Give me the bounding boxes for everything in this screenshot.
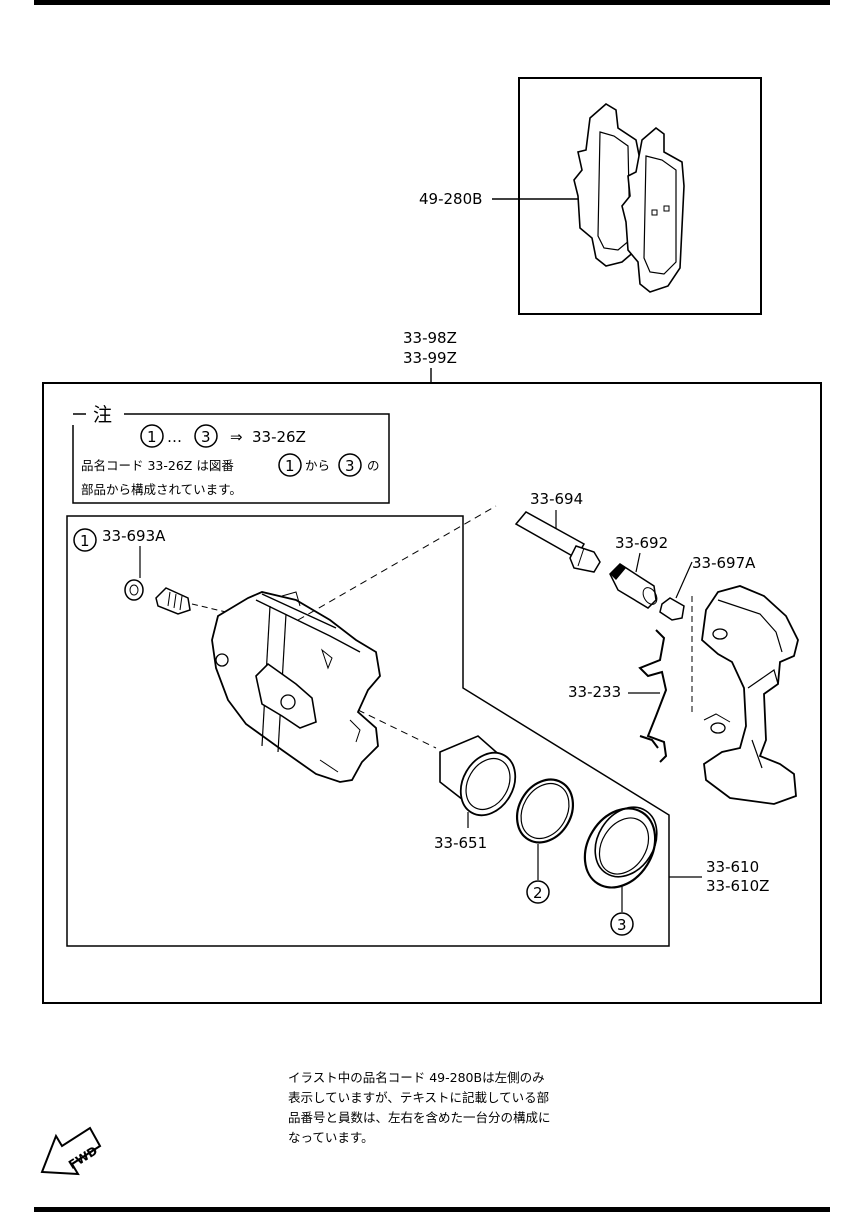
brake-pad-box bbox=[518, 77, 762, 315]
marker-1-circle-b bbox=[278, 453, 302, 477]
caution-line2-post: の bbox=[367, 458, 380, 473]
label-brake-pad: 49-280B bbox=[419, 190, 482, 208]
guide-pin bbox=[514, 511, 601, 573]
footnote-line-1: イラスト中の品名コード 49-280Bは左側のみ bbox=[288, 1070, 545, 1085]
marker-1-text: 1 bbox=[147, 428, 157, 446]
range-separator: … bbox=[167, 428, 182, 446]
top-rule bbox=[34, 0, 830, 5]
marker-3-circle bbox=[194, 424, 218, 448]
caliper-body bbox=[211, 591, 381, 783]
label-seal-kit-2: 33-610Z bbox=[706, 877, 769, 895]
pin-boot bbox=[609, 563, 658, 609]
spring-clip bbox=[638, 629, 668, 763]
sleeve bbox=[659, 597, 685, 621]
label-sleeve: 33-697A bbox=[692, 554, 756, 572]
footnote: イラスト中の品名コード 49-280Bは左側のみ 表示していますが、テキストに記… bbox=[288, 1068, 618, 1148]
marker-3-circle-c bbox=[610, 912, 634, 936]
dust-boot bbox=[583, 806, 658, 889]
marker-1-circle-c bbox=[73, 528, 97, 552]
footnote-line-2: 表示していますが、テキストに記載している部 bbox=[288, 1090, 550, 1105]
label-caliper-assy-2: 33-99Z bbox=[403, 349, 457, 367]
marker-3-text-c: 3 bbox=[617, 916, 627, 934]
bleeder-screw bbox=[155, 587, 191, 615]
marker-3-circle-b bbox=[338, 453, 362, 477]
kit-code: 33-26Z bbox=[252, 428, 306, 446]
piston bbox=[439, 735, 517, 817]
label-seal-kit-1: 33-610 bbox=[706, 858, 759, 876]
caliper-assy-frame bbox=[42, 382, 822, 1004]
caution-line2-mid: から bbox=[305, 458, 330, 473]
piston-seal bbox=[515, 778, 575, 844]
marker-2-text: 2 bbox=[533, 884, 543, 902]
marker-2-circle bbox=[526, 880, 550, 904]
caution-heading: 注 bbox=[93, 404, 112, 426]
arrow-symbol: ⇒ bbox=[230, 428, 243, 446]
bleeder-cap bbox=[124, 579, 144, 601]
fwd-arrow-icon: FWD bbox=[40, 1126, 102, 1176]
leader-pin-boot bbox=[635, 552, 641, 573]
bottom-rule bbox=[34, 1207, 830, 1212]
label-bolt: 33-693A bbox=[102, 527, 166, 545]
label-piston: 33-651 bbox=[434, 834, 487, 852]
caution-line3: 部品から構成されています。 bbox=[81, 482, 242, 497]
marker-1-text-b: 1 bbox=[285, 457, 295, 475]
footnote-line-4: なっています。 bbox=[288, 1130, 374, 1145]
marker-3-text-b: 3 bbox=[345, 457, 355, 475]
marker-1-circle bbox=[140, 424, 164, 448]
dash-guide-pin bbox=[297, 505, 497, 621]
dash-bolt bbox=[191, 603, 227, 613]
label-pin-boot: 33-692 bbox=[615, 534, 668, 552]
caution-line2-pre: 品名コード 33-26Z は図番 bbox=[81, 458, 234, 473]
mounting-bracket bbox=[701, 585, 799, 805]
label-caliper-assy-1: 33-98Z bbox=[403, 329, 457, 347]
footnote-line-3: 品番号と員数は、左右を含めた一台分の構成に bbox=[288, 1110, 551, 1125]
label-guide-pin: 33-694 bbox=[530, 490, 583, 508]
kit-frame bbox=[66, 515, 670, 947]
dash-piston bbox=[357, 709, 437, 749]
marker-3-text: 3 bbox=[201, 428, 211, 446]
marker-1-text-c: 1 bbox=[80, 532, 90, 550]
label-spring: 33-233 bbox=[568, 683, 621, 701]
leader-sleeve bbox=[675, 561, 693, 599]
caution-box: 注 1 … 3 ⇒ 33-26Z 品名コード 33-26Z は図番 1 から 3… bbox=[72, 404, 390, 504]
